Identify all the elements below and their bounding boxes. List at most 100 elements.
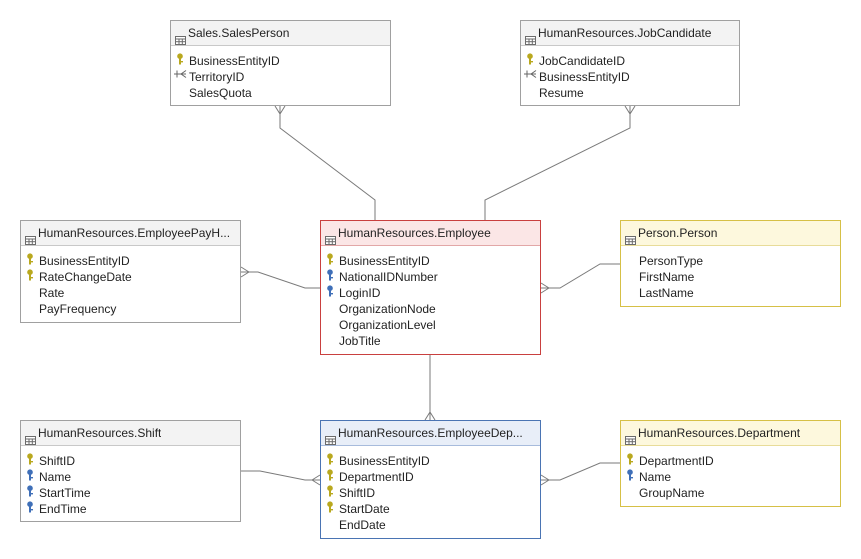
table-header[interactable]: HumanResources.EmployeePayH... [21,221,240,246]
column-row[interactable]: TerritoryID [171,69,390,85]
primary-key-icon [521,53,539,69]
primary-key-icon [321,469,339,485]
column-row[interactable]: Name [621,469,840,485]
column-name: StartDate [339,502,390,516]
column-name: EndDate [339,518,386,532]
table-icon [25,229,36,245]
index-key-icon [21,469,39,485]
table-header[interactable]: HumanResources.EmployeeDep... [321,421,540,446]
table-header[interactable]: HumanResources.Employee [321,221,540,246]
table-header[interactable]: Sales.SalesPerson [171,21,390,46]
primary-key-icon [171,53,189,69]
table-icon [25,429,36,445]
column-name: BusinessEntityID [339,254,430,268]
index-key-icon [21,485,39,501]
column-row[interactable]: Rate [21,285,240,301]
table-header[interactable]: HumanResources.Department [621,421,840,446]
column-row[interactable]: BusinessEntityID [521,69,739,85]
column-name: StartTime [39,486,91,500]
crowfoot-depthistory-left [311,474,321,486]
column-row[interactable]: JobCandidateID [521,53,739,69]
table-employeedepartmenthistory[interactable]: HumanResources.EmployeeDep... BusinessEnt… [320,420,541,539]
crowfoot-depthistory-top [424,411,436,421]
primary-key-icon [21,253,39,269]
column-name: RateChangeDate [39,270,132,284]
column-row[interactable]: Resume [521,85,739,101]
column-row[interactable]: FirstName [621,269,840,285]
column-name: BusinessEntityID [189,54,280,68]
column-row[interactable]: BusinessEntityID [321,453,540,469]
column-row[interactable]: BusinessEntityID [321,253,540,269]
column-row[interactable]: ShiftID [21,453,240,469]
no-key-icon [171,85,189,101]
index-key-icon [621,469,639,485]
column-row[interactable]: JobTitle [321,333,540,349]
column-row[interactable]: OrganizationLevel [321,317,540,333]
relationship-shift-depthistory [241,470,320,481]
column-name: ShiftID [39,454,76,468]
column-row[interactable]: DepartmentID [321,469,540,485]
no-key-icon [321,317,339,333]
column-row[interactable]: LastName [621,285,840,301]
index-key-icon [321,269,339,285]
column-row[interactable]: LoginID [321,285,540,301]
table-header[interactable]: HumanResources.JobCandidate [521,21,739,46]
column-row[interactable]: SalesQuota [171,85,390,101]
column-row[interactable]: PayFrequency [21,301,240,317]
table-title: HumanResources.Employee [338,226,491,240]
column-row[interactable]: OrganizationNode [321,301,540,317]
table-employeepayhistory[interactable]: HumanResources.EmployeePayH... BusinessEn… [20,220,241,323]
column-row[interactable]: EndTime [21,501,240,517]
column-name: JobCandidateID [539,54,626,68]
no-key-icon [621,269,639,285]
column-name: Rate [39,286,65,300]
foreign-key-icon [171,69,189,85]
column-row[interactable]: EndDate [321,517,540,533]
column-name: Name [39,470,72,484]
foreign-key-icon [521,69,539,85]
column-row[interactable]: NationalIDNumber [321,269,540,285]
primary-key-icon [621,453,639,469]
table-header[interactable]: Person.Person [621,221,840,246]
column-row[interactable]: StartTime [21,485,240,501]
column-row[interactable]: ShiftID [321,485,540,501]
table-title: HumanResources.EmployeePayH... [38,226,231,240]
column-row[interactable]: GroupName [621,485,840,501]
no-key-icon [621,253,639,269]
column-name: EndTime [39,502,87,516]
index-key-icon [21,501,39,517]
column-row[interactable]: BusinessEntityID [171,53,390,69]
column-row[interactable]: Name [21,469,240,485]
relationship-person-employee [541,263,620,289]
no-key-icon [321,517,339,533]
primary-key-icon [21,269,39,285]
column-row[interactable]: DepartmentID [621,453,840,469]
table-icon [325,429,336,445]
column-row[interactable]: StartDate [321,501,540,517]
column-name: PersonType [639,254,704,268]
table-icon [625,229,636,245]
column-row[interactable]: PersonType [621,253,840,269]
table-header[interactable]: HumanResources.Shift [21,421,240,446]
column-row[interactable]: RateChangeDate [21,269,240,285]
crowfoot-salesperson [274,105,286,115]
relationship-payhistory-employee [241,271,320,289]
table-icon [175,29,186,45]
relationship-salesperson-employee [279,106,376,220]
column-name: BusinessEntityID [39,254,130,268]
column-row[interactable]: BusinessEntityID [21,253,240,269]
column-name: LoginID [339,286,381,300]
